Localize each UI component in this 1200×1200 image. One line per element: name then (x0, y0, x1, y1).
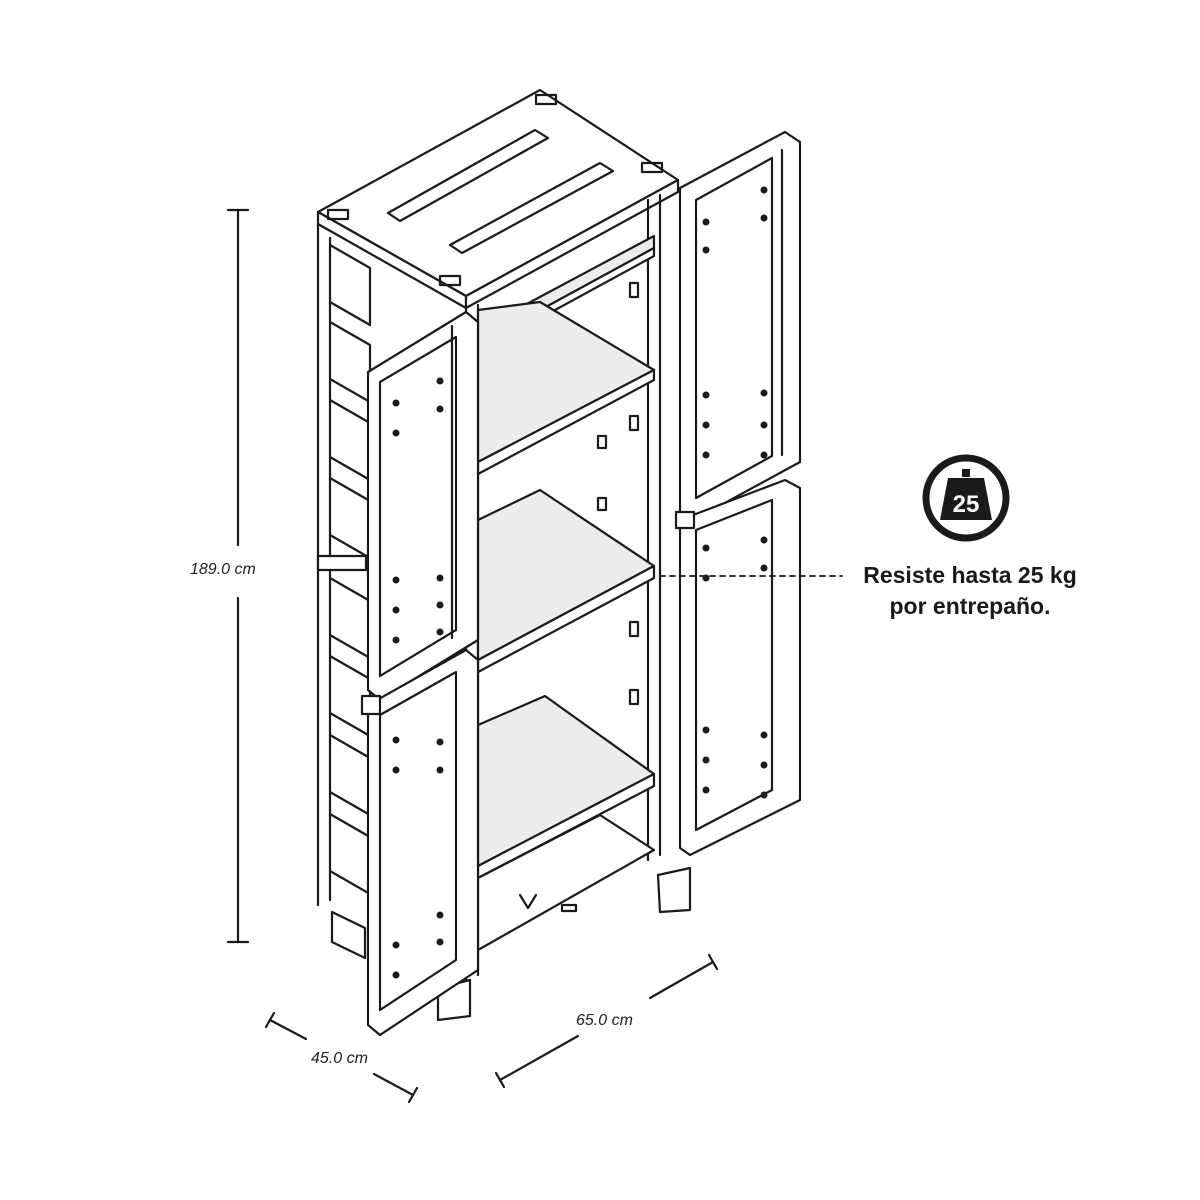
right-lower-door (674, 478, 802, 857)
callout-line-1: Resiste hasta 25 kg (863, 562, 1077, 588)
door-rivets (392, 186, 768, 979)
width-dimension (494, 953, 719, 1089)
depth-label: 45.0 cm (311, 1050, 368, 1067)
callout-line-2: por entrepaño. (889, 593, 1051, 619)
shelf (476, 488, 656, 674)
shelf-capacity-callout: Resiste hasta 25 kg por entrepaño. (820, 560, 1120, 622)
depth-dimension (264, 1011, 419, 1104)
badge-value: 25 (953, 491, 980, 518)
right-upper-door (678, 130, 802, 524)
width-label: 65.0 cm (576, 1012, 633, 1029)
shelf-clip (596, 281, 640, 706)
left-upper-door (366, 310, 480, 702)
weight-icon: 25 (922, 454, 1010, 542)
left-lower-door (360, 648, 480, 1037)
shelf (476, 300, 656, 476)
height-label: 189.0 cm (190, 561, 256, 578)
cabinet-top (316, 88, 680, 310)
height-dimension (226, 208, 250, 944)
